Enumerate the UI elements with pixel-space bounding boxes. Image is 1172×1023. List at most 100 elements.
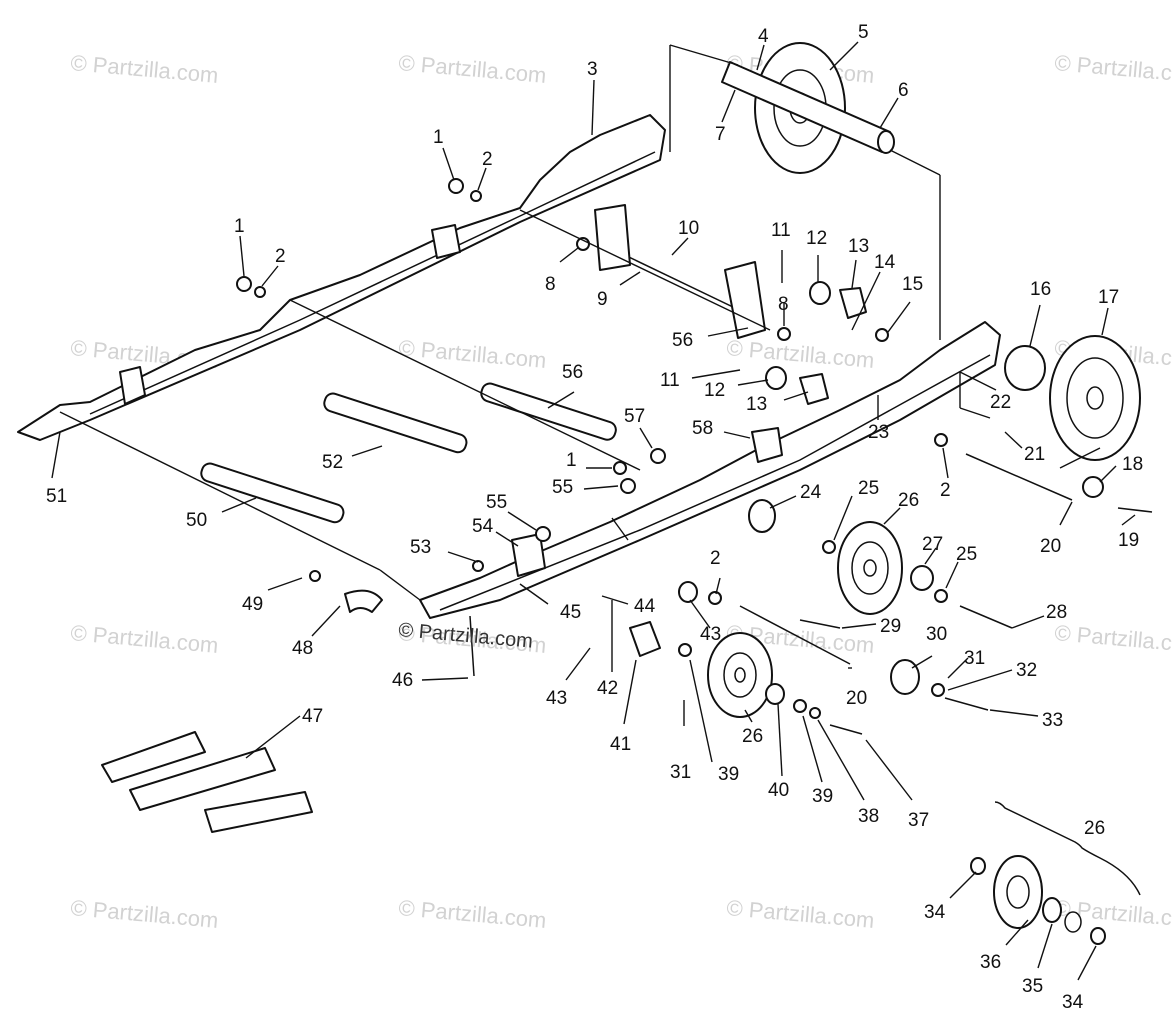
watermark-layer: © Partzilla.com © Partzilla.com © Partzill… — [70, 50, 1172, 933]
callout-43: 43 — [700, 624, 721, 645]
watermark-text: © Partzilla.com — [726, 895, 876, 933]
wheel-26-detail — [970, 801, 1141, 945]
callout-11b: 11 — [660, 370, 680, 391]
callout-26b: 26 — [742, 726, 763, 747]
watermark-text: © Partzilla.com — [1054, 50, 1172, 88]
wheel-26-lower — [707, 632, 773, 718]
callout-44: 44 — [634, 596, 656, 617]
shaft-50 — [200, 462, 345, 524]
callout-2b: 2 — [275, 246, 286, 267]
callout-54: 54 — [472, 516, 494, 537]
callout-13: 13 — [848, 236, 869, 257]
callout-5: 5 — [858, 22, 869, 43]
callout-28: 28 — [1046, 602, 1067, 623]
callout-22: 22 — [990, 392, 1011, 413]
callout-38: 38 — [858, 806, 879, 827]
callout-37: 37 — [908, 810, 929, 831]
shaft-52 — [323, 392, 468, 454]
callout-53: 53 — [410, 537, 431, 558]
callout-34: 34 — [924, 902, 946, 923]
watermark-text: © Partzilla.com — [398, 50, 548, 88]
shaft-56 — [480, 382, 617, 441]
callout-13b: 13 — [746, 394, 767, 415]
idler-wheel-5 — [721, 42, 895, 174]
callout-12: 12 — [806, 228, 827, 249]
watermark-text: © Partzilla.com — [70, 620, 220, 658]
reference-lines — [59, 44, 1101, 601]
callout-7: 7 — [715, 124, 726, 145]
callout-31b: 31 — [964, 648, 985, 669]
callout-12b: 12 — [704, 380, 725, 401]
callout-48: 48 — [292, 638, 313, 659]
callout-18: 18 — [1122, 454, 1143, 475]
callout-16: 16 — [1030, 279, 1051, 300]
callout-56b: 56 — [562, 362, 583, 383]
callout-20b: 20 — [846, 688, 867, 709]
watermark-text: © Partzilla.com — [726, 335, 876, 373]
callout-14: 14 — [874, 252, 896, 273]
callout-39b: 39 — [812, 786, 833, 807]
callout-57: 57 — [624, 406, 645, 427]
watermark-text: © Partzilla.com — [398, 335, 548, 373]
callout-47: 47 — [302, 706, 323, 727]
callout-49: 49 — [242, 594, 263, 615]
callout-3: 3 — [587, 59, 598, 80]
rear-wheel-17 — [1049, 335, 1141, 461]
callout-29: 29 — [880, 616, 901, 637]
callout-43b: 43 — [546, 688, 567, 709]
callout-2: 2 — [482, 149, 493, 170]
callout-2d: 2 — [710, 548, 721, 569]
watermark-text: © Partzilla.com — [70, 50, 220, 88]
callout-25b: 25 — [956, 544, 977, 565]
spacer-16 — [1004, 345, 1046, 391]
callout-56: 56 — [672, 330, 693, 351]
callout-9: 9 — [597, 289, 608, 310]
callout-46: 46 — [392, 670, 413, 691]
callout-6: 6 — [898, 80, 909, 101]
callout-10: 10 — [678, 218, 699, 239]
callout-24: 24 — [800, 482, 822, 503]
callout-58: 58 — [692, 418, 713, 439]
rail-left — [17, 114, 666, 441]
watermark-text: © Partzilla.com — [70, 895, 220, 933]
watermark-text: © Partzilla.com — [398, 895, 548, 933]
callout-21: 21 — [1024, 444, 1045, 465]
callout-41: 41 — [610, 734, 631, 755]
callout-35: 35 — [1022, 976, 1043, 997]
wheel-26-mid — [837, 521, 903, 615]
callout-23: 23 — [868, 422, 889, 443]
callout-45: 45 — [560, 602, 581, 623]
callout-8: 8 — [545, 274, 556, 295]
callout-33: 33 — [1042, 710, 1063, 731]
callout-1c: 1 — [566, 450, 577, 471]
hardware-items — [236, 178, 1153, 735]
callout-27: 27 — [922, 534, 943, 555]
callout-55b: 55 — [486, 492, 507, 513]
callout-20: 20 — [1040, 536, 1061, 557]
callout-15: 15 — [902, 274, 923, 295]
callout-26c: 26 — [1084, 818, 1105, 839]
callout-26: 26 — [898, 490, 919, 511]
callout-8b: 8 — [778, 294, 789, 315]
callout-39: 39 — [718, 764, 739, 785]
callout-30: 30 — [926, 624, 947, 645]
callout-50: 50 — [186, 510, 207, 531]
callout-42: 42 — [597, 678, 618, 699]
track-clips-47 — [101, 731, 313, 833]
callout-51: 51 — [46, 486, 67, 507]
callout-4: 4 — [758, 26, 769, 47]
axle-9 — [594, 204, 766, 339]
callout-25: 25 — [858, 478, 879, 499]
callout-36: 36 — [980, 952, 1001, 973]
callout-34b: 34 — [1062, 992, 1084, 1013]
watermark-text: © Partzilla.com — [1054, 620, 1172, 658]
callout-17: 17 — [1098, 287, 1119, 308]
callout-55: 55 — [552, 477, 573, 498]
callout-2c: 2 — [940, 480, 951, 501]
callout-19: 19 — [1118, 530, 1139, 551]
callout-labels: 1 2 3 4 5 6 7 1 2 8 9 10 11 12 13 14 15 … — [46, 22, 1143, 1013]
callout-32: 32 — [1016, 660, 1037, 681]
callout-52: 52 — [322, 452, 343, 473]
callout-11: 11 — [771, 220, 791, 241]
